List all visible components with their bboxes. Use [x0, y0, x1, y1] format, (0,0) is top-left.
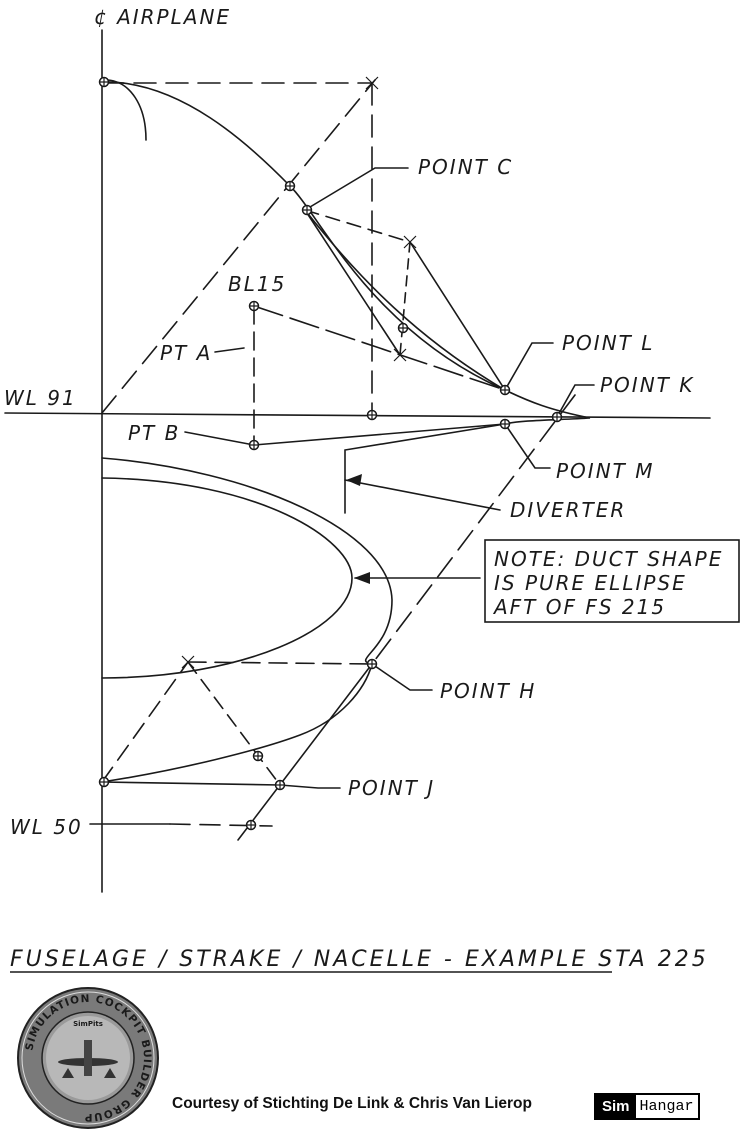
brand-part-2: Hangar	[635, 1095, 698, 1118]
point-m-label: POINT M	[556, 459, 655, 483]
lower-dash-down	[187, 661, 281, 786]
pt-a-line	[253, 305, 506, 391]
point-j-label: POINT J	[348, 776, 435, 800]
centerline-label: ¢ AIRPLANE	[94, 5, 231, 29]
pt-b-leader	[184, 431, 255, 446]
diverter-label: DIVERTER	[510, 498, 626, 522]
x-marks	[181, 76, 417, 669]
strake-dash-1	[304, 209, 411, 243]
diverter-outline	[344, 423, 506, 514]
strake-line-1	[409, 241, 506, 391]
note-line-1: NOTE: DUCT SHAPE	[494, 547, 723, 571]
lower-dash-horizontal	[187, 661, 373, 665]
lower-dash-left	[101, 661, 189, 783]
brand-part-1: Sim	[596, 1095, 636, 1118]
point-h-leader	[371, 663, 433, 691]
pt-a-leader	[214, 347, 245, 353]
strake-curve	[304, 209, 506, 391]
nose-small-arc	[107, 79, 147, 141]
bl15-label: BL15	[228, 272, 286, 296]
point-k-tail	[504, 389, 591, 425]
logo-center-text: SimPits	[73, 1020, 103, 1028]
point-m-leader	[504, 423, 551, 469]
wl50-label: WL 50	[10, 815, 83, 839]
lower-line-j	[101, 781, 281, 786]
pt-b-label: PT B	[128, 421, 180, 445]
point-l-leader	[504, 342, 554, 391]
wl50-dash	[169, 823, 273, 827]
point-h-label: POINT H	[440, 679, 536, 703]
wl91-label: WL 91	[4, 386, 77, 410]
wl91-line	[4, 412, 711, 419]
point-c-label: POINT C	[418, 155, 513, 179]
credit-text: Courtesy of Stichting De Link & Chris Va…	[172, 1095, 532, 1112]
point-k-label: POINT K	[600, 373, 694, 397]
pt-a-label: PT A	[160, 341, 212, 365]
note-box	[484, 539, 740, 623]
point-l-label: POINT L	[562, 331, 654, 355]
strake-dash-2	[399, 241, 411, 356]
ellipse-arrowhead	[354, 572, 370, 584]
note-line-3: AFT OF FS 215	[492, 595, 666, 619]
diverter-arrowhead	[346, 474, 362, 486]
lower-diagonal	[237, 663, 373, 841]
duct-ellipse	[101, 477, 353, 679]
diagonal-dash-upper	[101, 79, 376, 414]
diagonal-k-to-h	[371, 394, 576, 665]
drawing-title: FUSELAGE / STRAKE / NACELLE - EXAMPLE ST…	[10, 947, 709, 972]
simhangar-badge: Sim Hangar	[594, 1093, 700, 1120]
note-line-2: IS PURE ELLIPSE	[494, 571, 687, 595]
nacelle-lower-curve	[101, 663, 373, 783]
simpits-logo: SIMULATION COCKPIT BUILDER GROUP SimPits	[17, 987, 159, 1129]
pt-b-line	[253, 423, 506, 446]
marker-crosses	[99, 77, 562, 830]
point-j-leader	[279, 784, 341, 789]
strake-line-2	[304, 209, 401, 356]
nacelle-outer-curve	[101, 457, 393, 665]
diverter-leader	[344, 479, 501, 511]
point-c-leader	[304, 167, 409, 211]
point-k-leader	[556, 384, 595, 418]
